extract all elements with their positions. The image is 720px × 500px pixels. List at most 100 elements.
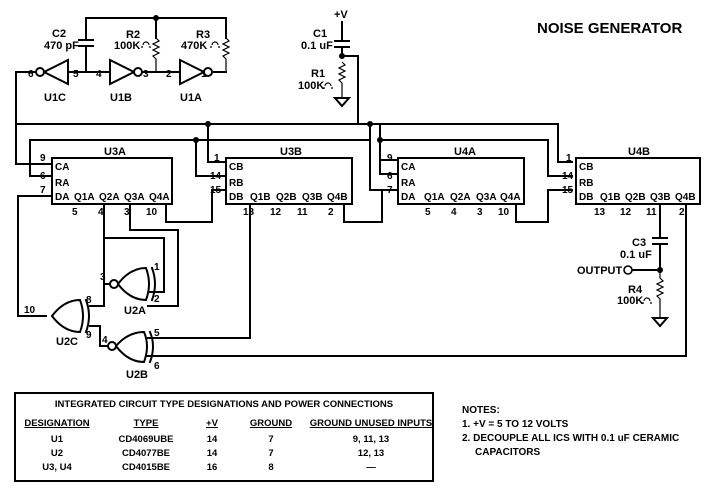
u4b-d: DB: [579, 192, 593, 203]
u1a-pin-out: 2: [166, 69, 172, 80]
note-item: 1. +V = 5 TO 12 VOLTS: [462, 419, 569, 430]
u4a-pin-q3: 3: [477, 207, 483, 218]
u3b-pin-q3: 11: [297, 207, 308, 218]
xnor-gate-u2b: [107, 330, 154, 364]
u3a-pin-q2: 4: [98, 207, 104, 218]
u1b-pin-out: 4: [96, 69, 102, 80]
u4a-c: CA: [401, 162, 415, 173]
r1-name: R1: [311, 68, 325, 80]
u2c-pin-out: 10: [24, 305, 36, 316]
u3a-d: DA: [55, 192, 69, 203]
cell-vplus: 16: [206, 462, 218, 473]
u4a-label: U4A: [454, 146, 476, 158]
cell-ground: 8: [268, 462, 274, 473]
u3b-q2: Q2B: [276, 192, 297, 203]
u3a-pin-q4: 10: [146, 207, 158, 218]
u3a-label: U3A: [104, 146, 126, 158]
cell-ground: 7: [268, 434, 274, 445]
u3a-q3: Q3A: [124, 192, 145, 203]
u4a-pin-q4: 10: [498, 207, 510, 218]
diagram-title: NOISE GENERATOR: [537, 20, 682, 37]
u3b-q4: Q4B: [327, 192, 348, 203]
header-designation: DESIGNATION: [24, 418, 90, 429]
u4b-pin-c: 1: [566, 153, 572, 164]
u3a-pin-q3: 3: [124, 207, 130, 218]
u4a-pin-r: 6: [387, 171, 393, 182]
u4a-pin-q1: 5: [425, 207, 431, 218]
u1c-pin-out: 6: [28, 69, 34, 80]
output-terminal: [623, 265, 633, 275]
u4b-pin-q4: 2: [679, 207, 685, 218]
u4b-q2: Q2B: [625, 192, 646, 203]
notes-block: NOTES: 1. +V = 5 TO 12 VOLTS 2. DECOUPLE…: [462, 404, 679, 460]
table-row: U2 CD4077BE 14 7 12, 13: [16, 448, 432, 461]
table-title: INTEGRATED CIRCUIT TYPE DESIGNATIONS AND…: [54, 399, 394, 410]
capacitor-c2: [78, 39, 94, 73]
u3a-c: CA: [55, 162, 69, 173]
u4b-r: RB: [579, 178, 593, 189]
u1b-pin-in: 3: [143, 69, 149, 80]
u1c-label: U1C: [44, 92, 66, 104]
note-item: 2. DECOUPLE ALL ICS WITH 0.1 uF CERAMIC: [462, 433, 680, 444]
cell-type: CD4077BE: [121, 448, 171, 459]
u2b-pin-in1: 5: [154, 328, 160, 339]
header-unused-inputs: GROUND UNUSED INPUTS: [309, 418, 433, 429]
u2c-pin-in1: 8: [86, 295, 92, 306]
u4b-pin-q1: 13: [594, 207, 606, 218]
cell-ground: 7: [268, 448, 274, 459]
u4b-q1: Q1B: [600, 192, 621, 203]
resistor-r2: [151, 37, 161, 72]
cell-designation: U2: [50, 448, 64, 459]
u3a-pin-d: 7: [40, 185, 46, 196]
u4a-q2: Q2A: [450, 192, 471, 203]
u3b-q3: Q3B: [302, 192, 323, 203]
shift-register-u4a: U4A CA RA DA Q1A Q2A Q3A Q4A 9 6 7 5 4 3…: [387, 146, 525, 218]
xnor-gate-u2a: [103, 237, 156, 302]
vplus-label: +V: [334, 9, 348, 21]
c1-name: C1: [313, 28, 327, 40]
cell-unused-inputs: 9, 11, 13: [352, 434, 390, 445]
inverter-u1a: [179, 58, 213, 86]
cell-designation: U1: [50, 434, 64, 445]
cell-designation: U3, U4: [42, 462, 72, 473]
r2-value: 100K: [114, 40, 140, 52]
u4a-q3: Q3A: [476, 192, 497, 203]
ic-designation-table: INTEGRATED CIRCUIT TYPE DESIGNATIONS AND…: [14, 392, 434, 482]
u1b-label: U1B: [110, 92, 132, 104]
output-label: OUTPUT: [577, 265, 623, 277]
u3a-q1: Q1A: [74, 192, 95, 203]
c2-value: 470 pF: [44, 40, 79, 52]
u2a-pin-in1: 1: [154, 262, 160, 273]
resistor-r3: [221, 37, 231, 72]
c3-name: C3: [632, 237, 646, 249]
r4-value: 100K: [617, 295, 643, 307]
u3b-d: DB: [229, 192, 243, 203]
u4a-q4: Q4A: [500, 192, 521, 203]
cell-type: CD4069UBE: [118, 434, 174, 445]
inverter-u1c: [35, 58, 87, 86]
u4a-pin-c: 9: [387, 153, 393, 164]
inverter-u1b: [109, 58, 157, 86]
u3a-q4: Q4A: [149, 192, 170, 203]
u3a-pin-c: 9: [40, 153, 46, 164]
u3b-pin-q4: 2: [328, 207, 334, 218]
u3b-pin-q2: 12: [270, 207, 282, 218]
cell-vplus: 14: [206, 448, 218, 459]
u4b-pin-r: 14: [562, 171, 574, 182]
u4a-pin-q2: 4: [451, 207, 457, 218]
u3a-q2: Q2A: [99, 192, 120, 203]
u3b-q1: Q1B: [250, 192, 271, 203]
u4a-r: RA: [401, 178, 415, 189]
u3b-pin-c: 1: [214, 153, 220, 164]
u4b-c: CB: [579, 162, 593, 173]
table-row: U1 CD4069UBE 14 7 9, 11, 13: [16, 434, 432, 447]
u4b-pin-q2: 12: [620, 207, 632, 218]
r3-value: 470K: [181, 40, 207, 52]
header-vplus: +V: [206, 418, 218, 429]
u4a-q1: Q1A: [424, 192, 445, 203]
xnor-gate-u2c: [50, 283, 113, 347]
u3a-pin-r: 6: [40, 171, 46, 182]
u2a-pin-out: 3: [100, 272, 106, 283]
u3b-c: CB: [229, 162, 243, 173]
